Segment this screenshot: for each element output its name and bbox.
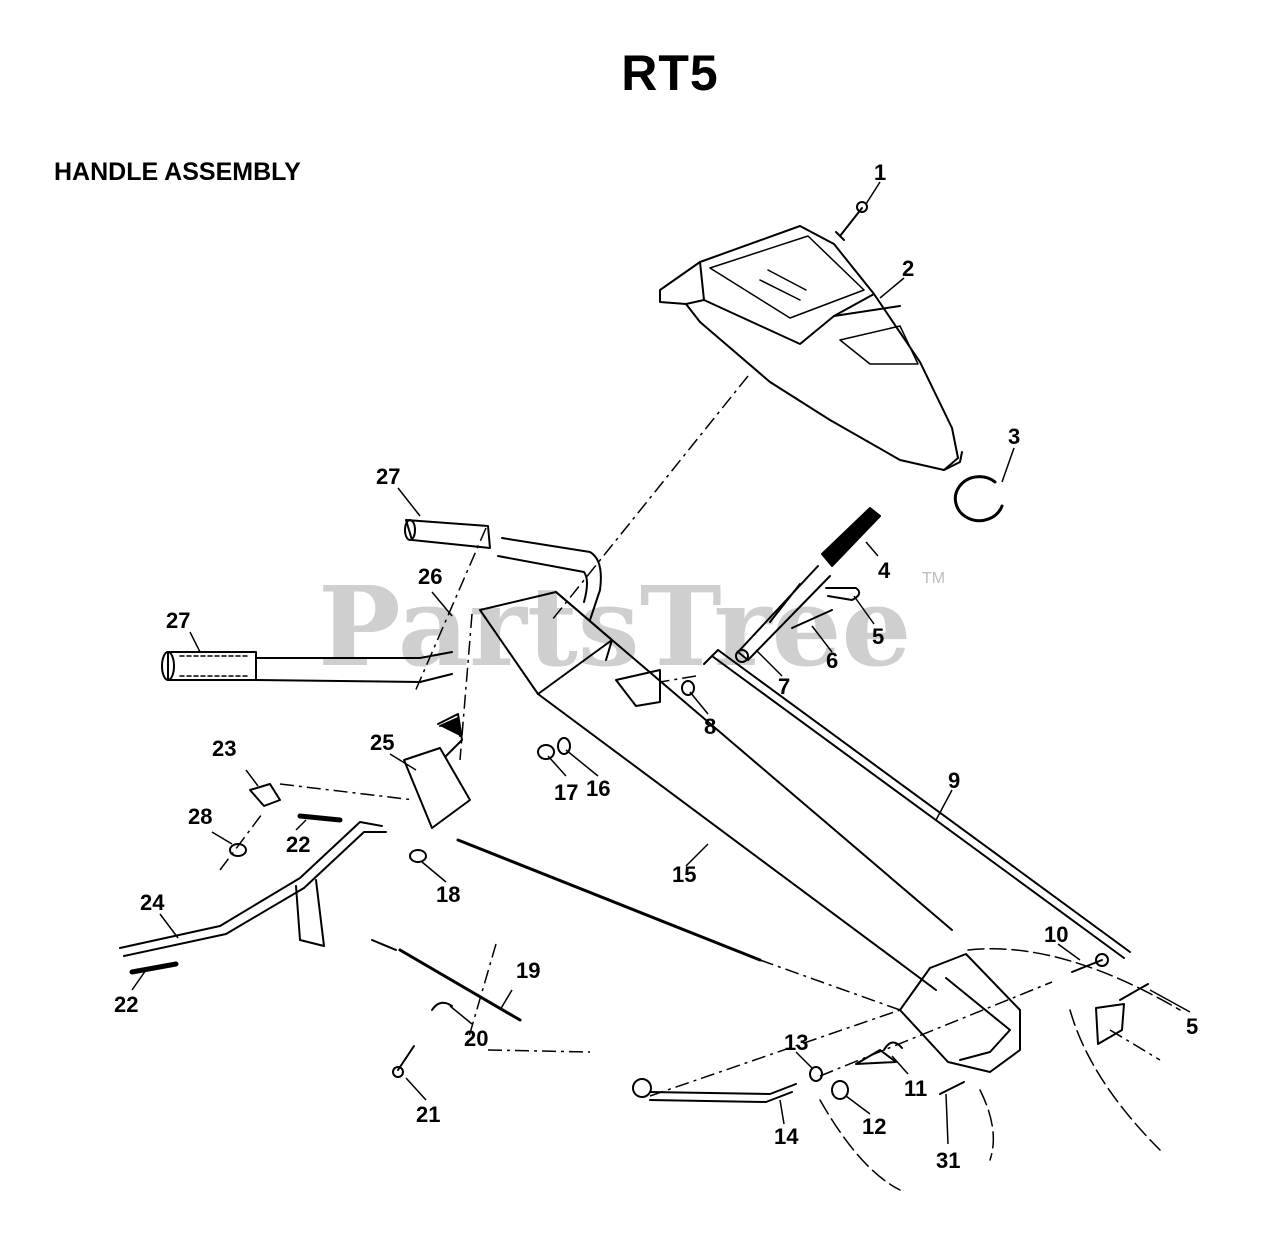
callout-8: 8 (704, 714, 716, 739)
callout-17: 17 (554, 780, 578, 805)
callout-20: 20 (464, 1026, 488, 1051)
part-5-hairpin (825, 587, 861, 601)
part-11-cam (855, 1041, 903, 1065)
model-title: RT5 (621, 45, 719, 101)
callout-9: 9 (948, 768, 960, 793)
callout-28: 28 (188, 804, 212, 829)
callout-22b: 22 (114, 992, 138, 1017)
callout-21: 21 (416, 1102, 440, 1127)
part-22-springs (129, 813, 343, 975)
part-6-bolt (791, 609, 833, 629)
assembly-lines (219, 375, 1161, 1097)
callout-1: 1 (874, 160, 886, 185)
part-2-console-panel (659, 225, 963, 471)
callout-3: 3 (1008, 424, 1020, 449)
handlebar-lower (161, 651, 453, 683)
callout-5: 5 (872, 624, 884, 649)
callout-10: 10 (1044, 922, 1068, 947)
engine-outline-dashed (819, 948, 1181, 1191)
callout-4: 4 (878, 558, 891, 583)
part-3-ring (953, 475, 1004, 523)
part-9-control-rod (703, 649, 1131, 959)
parts-20-21-fasteners (392, 1001, 453, 1078)
callout-16: 16 (586, 776, 610, 801)
callout-31: 31 (936, 1148, 960, 1173)
callout-5b: 5 (1186, 1014, 1198, 1039)
callout-6: 6 (826, 648, 838, 673)
handle-mount-housing (899, 953, 1021, 1073)
callout-14: 14 (774, 1124, 799, 1149)
callout-2: 2 (902, 256, 914, 281)
part-15-handle-tube (479, 591, 953, 991)
parts-31-10-5-fasteners (939, 953, 1149, 1095)
part-1-screw (835, 201, 868, 241)
callout-13: 13 (784, 1030, 808, 1055)
watermark-tm: TM (922, 570, 945, 587)
handlebar-upper (404, 519, 602, 621)
callout-23: 23 (212, 736, 236, 761)
watermark-text: PartsTree (318, 562, 912, 691)
part-4-grip (821, 507, 881, 567)
callout-12: 12 (862, 1114, 886, 1139)
callout-19: 19 (516, 958, 540, 983)
callout-25: 25 (370, 730, 394, 755)
callout-7: 7 (778, 674, 790, 699)
callout-22: 22 (286, 832, 310, 857)
leader-lines (131, 181, 1191, 1145)
callout-26: 26 (418, 564, 442, 589)
parts-12-13-washers (809, 1066, 849, 1100)
watermark: PartsTree TM (318, 562, 945, 691)
part-7-lever (735, 565, 831, 663)
part-24-lever (119, 821, 387, 957)
small-hardware (229, 680, 695, 863)
callout-27: 27 (376, 464, 400, 489)
part-25-bracket (403, 713, 471, 829)
callout-27b: 27 (166, 608, 190, 633)
callout-15: 15 (672, 862, 696, 887)
callout-11: 11 (904, 1076, 927, 1101)
callout-24: 24 (140, 890, 165, 915)
callout-18: 18 (436, 882, 460, 907)
part-14-gearshift-lever (632, 1078, 797, 1103)
callouts: 1 2 3 4 5 5 6 7 8 9 10 11 12 13 14 15 16… (114, 160, 1198, 1173)
part-19-cable (371, 838, 762, 1022)
assembly-heading: HANDLE ASSEMBLY (54, 158, 301, 186)
